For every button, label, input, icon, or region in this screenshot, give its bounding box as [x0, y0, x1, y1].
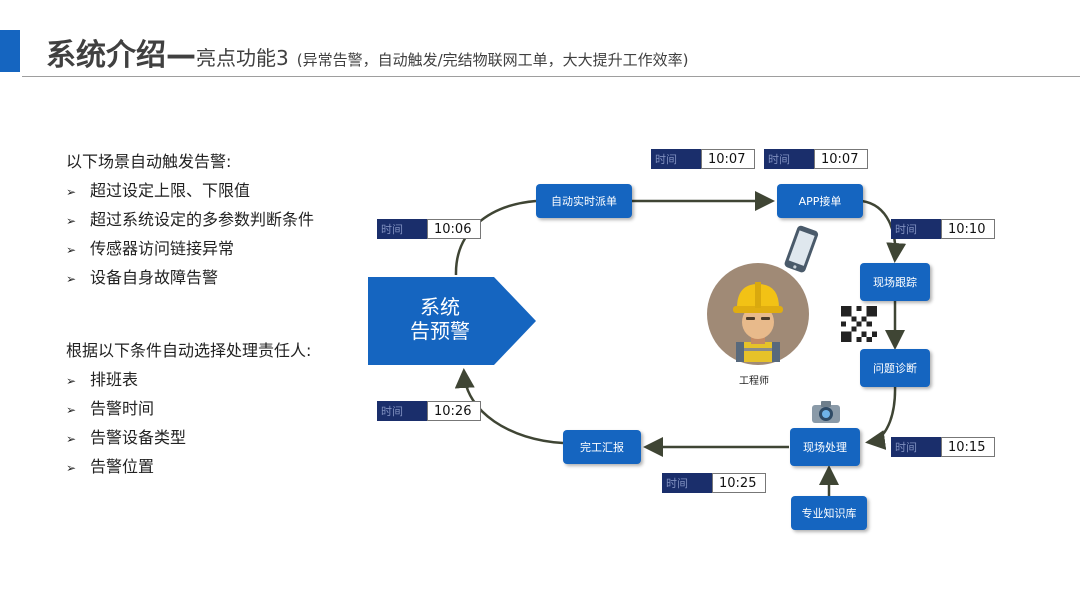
title-paren: (异常告警，自动触发/完结物联网工单，大大提升工作效率) [296, 51, 689, 69]
list-item: ➢排班表 [66, 370, 139, 389]
list-item: ➢告警时间 [66, 399, 155, 418]
trigger-list: ➢超过设定上限、下限值 ➢超过系统设定的多参数判断条件 ➢传感器访问链接异常 ➢… [66, 182, 314, 288]
node-knowledge-base: 专业知识库 [791, 496, 867, 530]
trigger-block: 以下场景自动触发告警: ➢超过设定上限、下限值 ➢超过系统设定的多参数判断条件 … [66, 148, 314, 298]
list-item: ➢超过设定上限、下限值 [66, 181, 251, 200]
system-alert-shape [368, 277, 536, 365]
qr-code-icon [841, 306, 877, 342]
arrow-report-to-system [454, 368, 564, 445]
list-item: ➢告警设备类型 [66, 428, 187, 447]
bullet-arrow-icon: ➢ [66, 403, 77, 417]
engineer-label: 工程师 [739, 376, 769, 387]
bullet-arrow-icon: ➢ [66, 243, 77, 257]
engineer-avatar-icon [707, 263, 809, 365]
title-divider [22, 76, 1080, 77]
list-item: ➢超过系统设定的多参数判断条件 [66, 210, 315, 229]
system-alert-label: 系统 告预警 [410, 295, 470, 343]
smartphone-icon [784, 225, 819, 273]
node-complete-report: 完工汇报 [563, 430, 641, 464]
bullet-arrow-icon: ➢ [66, 185, 77, 199]
list-item: ➢设备自身故障告警 [66, 268, 219, 287]
trigger-heading: 以下场景自动触发告警: [66, 152, 232, 171]
assign-list: ➢排班表 ➢告警时间 ➢告警设备类型 ➢告警位置 [66, 371, 311, 477]
bullet-arrow-icon: ➢ [66, 461, 77, 475]
camera-icon [812, 401, 840, 423]
title-sub: 亮点功能3 [196, 46, 289, 70]
node-app-accept: APP接单 [777, 184, 863, 218]
bullet-arrow-icon: ➢ [66, 214, 77, 228]
node-diagnose: 问题诊断 [860, 349, 930, 387]
arrow-diagnose-to-handle [865, 384, 897, 450]
list-item: ➢传感器访问链接异常 [66, 239, 235, 258]
list-item: ➢告警位置 [66, 457, 155, 476]
title-main: 系统介绍— [46, 38, 196, 73]
node-auto-dispatch: 自动实时派单 [536, 184, 632, 218]
title-accent-bar [0, 30, 20, 72]
assign-heading: 根据以下条件自动选择处理责任人: [66, 341, 312, 360]
bullet-arrow-icon: ➢ [66, 432, 77, 446]
node-onsite-handle: 现场处理 [790, 428, 860, 466]
page-title: 系统介绍—亮点功能3 (异常告警，自动触发/完结物联网工单，大大提升工作效率) [46, 30, 689, 74]
node-onsite-track: 现场跟踪 [860, 263, 930, 301]
bullet-arrow-icon: ➢ [66, 374, 77, 388]
arrow-app-to-track [861, 199, 907, 263]
assign-block: 根据以下条件自动选择处理责任人: ➢排班表 ➢告警时间 ➢告警设备类型 ➢告警位… [66, 337, 311, 487]
bullet-arrow-icon: ➢ [66, 272, 77, 286]
